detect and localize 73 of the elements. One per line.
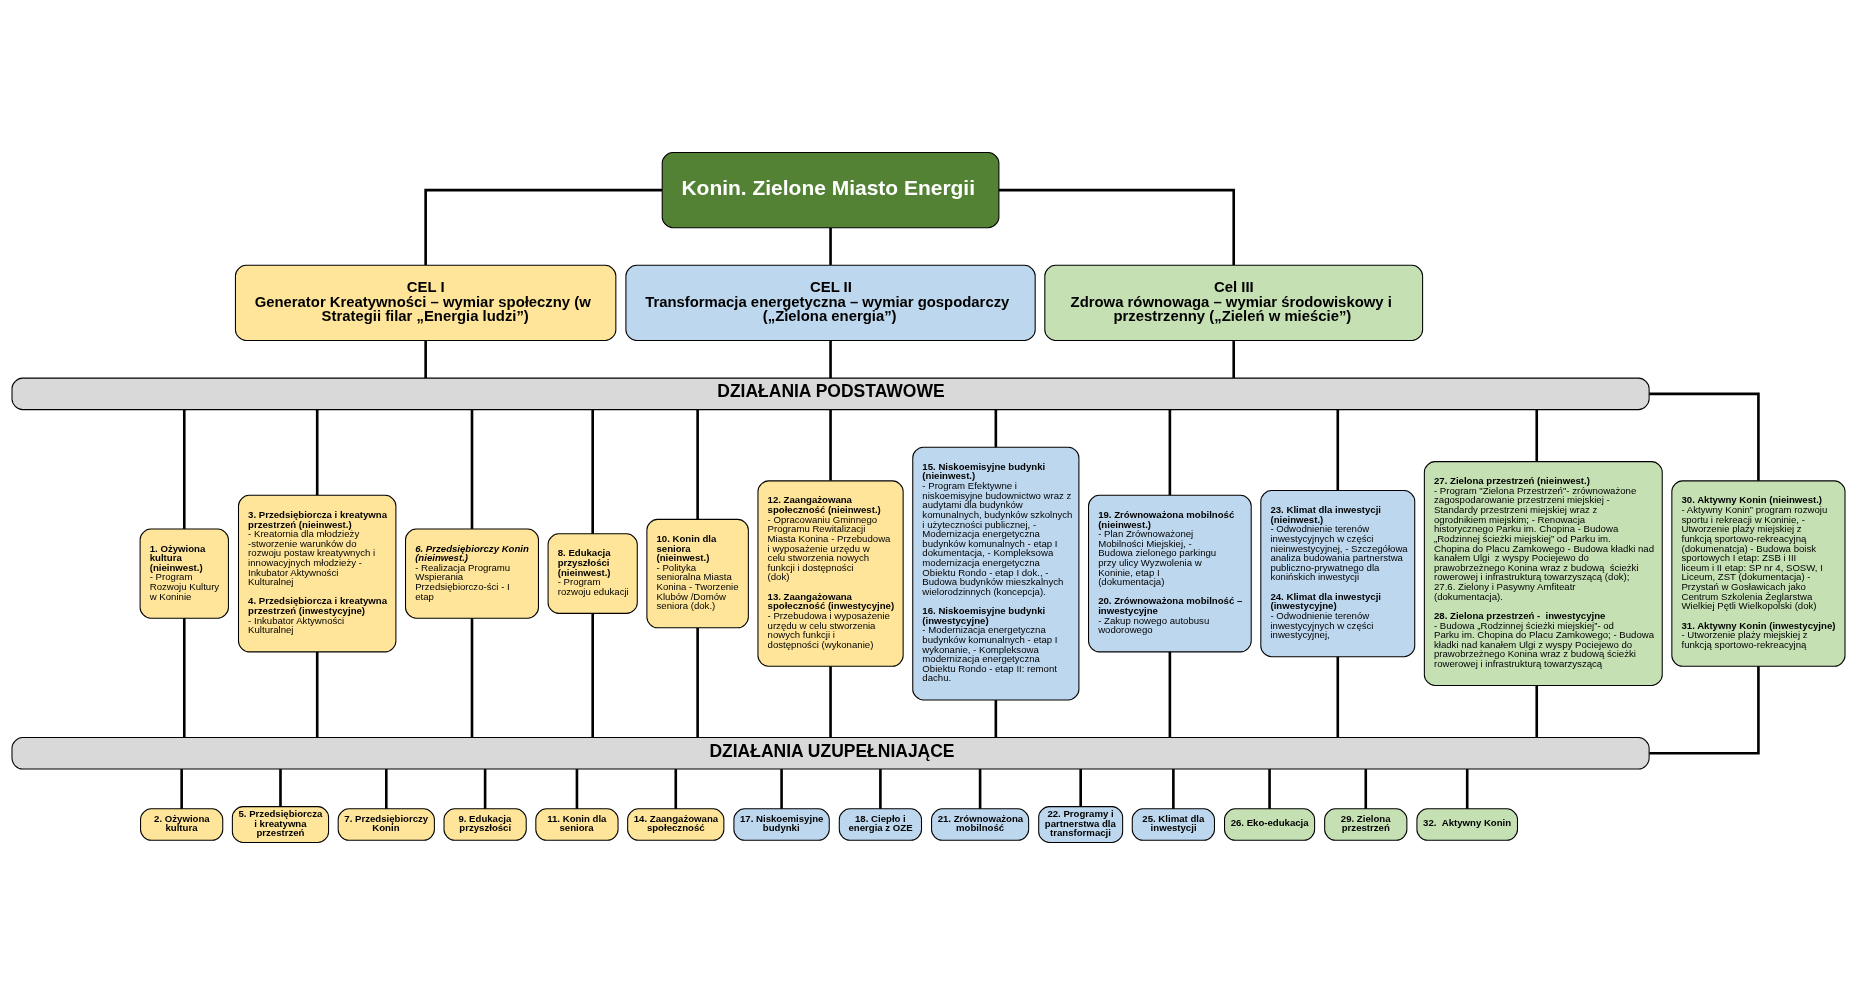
node-box: 22. Programy i partnerstwa dla transformacji	[1038, 806, 1124, 844]
connector	[1232, 340, 1235, 379]
node-box: 26. Eko-edukacja	[1224, 808, 1316, 841]
connector	[1079, 769, 1082, 807]
node-box: CEL I Generator Kreatywności – wymiar społeczny (w Strategii filar „Energia ludzi”)	[234, 264, 617, 342]
connector	[1336, 409, 1340, 491]
node-box: 32. Aktywny Konin	[1416, 808, 1519, 841]
connector	[1336, 656, 1340, 738]
connector	[829, 340, 832, 379]
node-box: 30. Aktywny Konin (nieinwest.) - Aktywny Konin” program rozwoju sportu i rekreacji w Koninie, - Utworzenie plaży miejskiej z funkcją sportowo-rekreacyjną (dokumenatcja) - Budowa boisk sportowych I etap: ZSB i III liceum i II etap: SP nr 4, SOSW, I Liceum, ZST (dokumentacja) - Przystań w Gosławicach jako Centrum Szkolenia Żeglarstwa Wielkiej Pętli Wielkopolski (dok) 31. Aktywny Konin (inwestycyjne) - Utworzenie plaży miejskiej z funkcją sportowo-rekreacyjną	[1671, 480, 1846, 667]
connector	[1649, 666, 1760, 755]
node-box: 14. Zaangażowana społeczność	[627, 808, 725, 841]
connector	[978, 769, 982, 809]
connector	[182, 409, 186, 529]
node-box: 2. Ożywiona kultura	[140, 808, 224, 841]
node-box: 12. Zaangażowana społeczność (nieinwest.) - Opracowaniu Gminnego Programu Rewitalizacji Miasta Konina - Przebudowa i wyposażenie urzędu w celu stworzenia nowych funkcji i dostępności (dok) 13. Zaangażowana społeczność (inwestycyjne) - Przebudowa i wyposażenie urzędu w celu stworzenia nowych funkcji i dostępności (wykonanie)	[757, 480, 904, 667]
connector	[483, 769, 487, 809]
node-box: Cel III Zdrowa równowaga – wymiar środowiskowy i przestrzenny („Zieleń w mieście”)	[1044, 264, 1424, 342]
connector	[674, 769, 678, 809]
node-box: 8. Edukacja przyszłości (nieinwest.) - Program rozwoju edukacji	[547, 533, 638, 614]
node-box: 29. Zielona przestrzeń	[1324, 808, 1408, 841]
connector	[279, 769, 282, 807]
connector	[424, 340, 427, 379]
connector	[591, 613, 594, 738]
connector	[1168, 651, 1172, 738]
connector	[1168, 409, 1172, 496]
node-box: 11. Konin dla seniora	[535, 808, 619, 841]
connector	[829, 409, 832, 481]
node-box: 21. Zrównoważona mobilność	[931, 808, 1030, 841]
connector	[780, 769, 783, 809]
node-box: 19. Zrównoważona mobilność (nieinwest.) - Plan Zrównoważonej Mobilności Miejskiej, - Budowa zielonego parkingu przy ulicy Wyzwolenia w Koninie, etap I (dokumentacja) 20. Zrównoważona mobilność – inwestycyjne - Zakup nowego autobusu wodorowego	[1088, 494, 1252, 653]
connector	[1649, 392, 1760, 481]
connector	[385, 769, 388, 809]
connector	[575, 769, 579, 809]
node-box: 18. Ciepło i energia z OZE	[838, 808, 923, 841]
node-box: 25. Klimat dla inwestycji	[1131, 808, 1215, 841]
connector	[696, 409, 699, 520]
node-box: 15. Niskoemisyjne budynki (nieinwest.) - Program Efektywne i niskoemisyjne budownictwo wraz z audytami dla budynków komunalnych, budynków szkolnych i użyteczności publicznej, - Modernizacja energetyczna budynków komunalnych - etap I dokumentacja, - Kompleksowa modernizacja energetyczna Obiektu Rondo - etap I dok., - Budowa budynków mieszkalnych wielorodzinnych (koncepcja). 16. Niskoemisyjne budynki (inwestycyjne) - Modernizacja energetyczna budynków komunalnych - etap I wykonanie, - Kompleksowa modernizacja energetyczna Obiektu Rondo - etap II: remont dachu.	[912, 446, 1080, 701]
connector	[1364, 769, 1368, 809]
node-box: 17. Niskoemisyjne budynki	[733, 808, 830, 841]
node-box: DZIAŁANIA UZUPEŁNIAJĄCE	[11, 737, 1650, 770]
connector	[1268, 769, 1271, 809]
connector	[829, 228, 832, 265]
connector	[591, 409, 594, 534]
connector	[994, 700, 998, 738]
node-box: 1. Ożywiona kultura (nieinwest.) - Program Rozwoju Kultury w Koninie	[139, 528, 229, 619]
node-box: 23. Klimat dla inwestycji (nieinwest.) - Odwodnienie terenów inwestycyjnych w części nieinwestycyjnej, - Szczegółowa analiza budowania partnerstwa publiczno-prywatnego dla konińskich inwestycji 24. Klimat dla inwestycji (inwestycyjne) - Odwodnienie terenów inwestycyjnych w części inwestycyjnej,	[1260, 489, 1416, 658]
connector	[1172, 769, 1175, 809]
connector	[424, 188, 663, 266]
connector	[1535, 409, 1539, 462]
node-box: 3. Przedsiębiorcza i kreatywna przestrzeń (nieinwest.) - Kreatornia dla młodzieży -stworzenie warunków do rozwoju postaw kreatywnych i innowacyjnych młodzieży - Inkubator Aktywności Kulturalnej 4. Przedsiębiorcza i kreatywna przestrzeń (inwestycyjne) - Inkubator Aktywności Kulturalnej	[237, 494, 397, 653]
node-box: 7. Przedsiębiorczy Konin	[337, 808, 435, 841]
connector	[470, 618, 474, 738]
node-box: 6. Przedsiębiorczy Konin (nieinwest.) - Realizacja Programu Wspierania Przedsiębiorczo-ści - I etap	[405, 528, 539, 619]
node-box: 10. Konin dla seniora (nieinwest.) - Polityka senioralna Miasta Konina - Tworzenie Klubów /Domów seniora (dok.)	[646, 518, 749, 629]
node-box: CEL II Transformacja energetyczna – wymiar gospodarczy („Zielona energia”)	[625, 264, 1036, 342]
connector	[829, 666, 832, 738]
connector	[315, 651, 319, 738]
connector	[470, 409, 474, 529]
connector	[1535, 685, 1539, 738]
node-box: Konin. Zielone Miasto Energii	[661, 151, 1000, 229]
node-box: 5. Przedsiębiorcza i kreatywna przestrzeń	[231, 806, 330, 844]
node-box: DZIAŁANIA PODSTAWOWE	[11, 377, 1650, 411]
node-box: 27. Zielona przestrzeń (nieinwest.) - Program "Zielona Przestrzeń"- zrównoważone zagospodarowanie przestrzeni miejskiej - Standardy przestrzeni miejskiej wraz z ogrodnikiem miejskim; - Renowacja historycznego Parku im. Chopina - Budowa „Rodzinnej ścieżki miejskiej” od Parku im. Chopina do Placu Zamkowego - Budowa kładki nad kanałem Ulgi z wyspy Pociejewo do prawobrzeżnego Konina wraz z budową ścieżki rowerowej i infrastrukturą towarzyszącą (dok); 27.6. Zielony i Pasywny Amfiteatr (dokumentacja). 28. Zielona przestrzeń - inwestycyjne - Budowa „Rodzinnej ścieżki miejskiej”- od Parku im. Chopina do Placu Zamkowego; - Budowa kładki nad kanałem Ulgi z wyspy Pociejewo do prawobrzeżnego Konina wraz z budową ścieżki rowerowej i infrastrukturą towarzyszącą	[1423, 461, 1663, 687]
connector	[879, 769, 882, 809]
connector	[315, 409, 319, 496]
connector	[696, 628, 699, 738]
connector	[994, 409, 998, 448]
connector	[182, 618, 186, 738]
connector	[1465, 769, 1469, 809]
node-box: 9. Edukacja przyszłości	[443, 808, 527, 841]
connector	[180, 769, 183, 809]
connector	[998, 188, 1235, 266]
